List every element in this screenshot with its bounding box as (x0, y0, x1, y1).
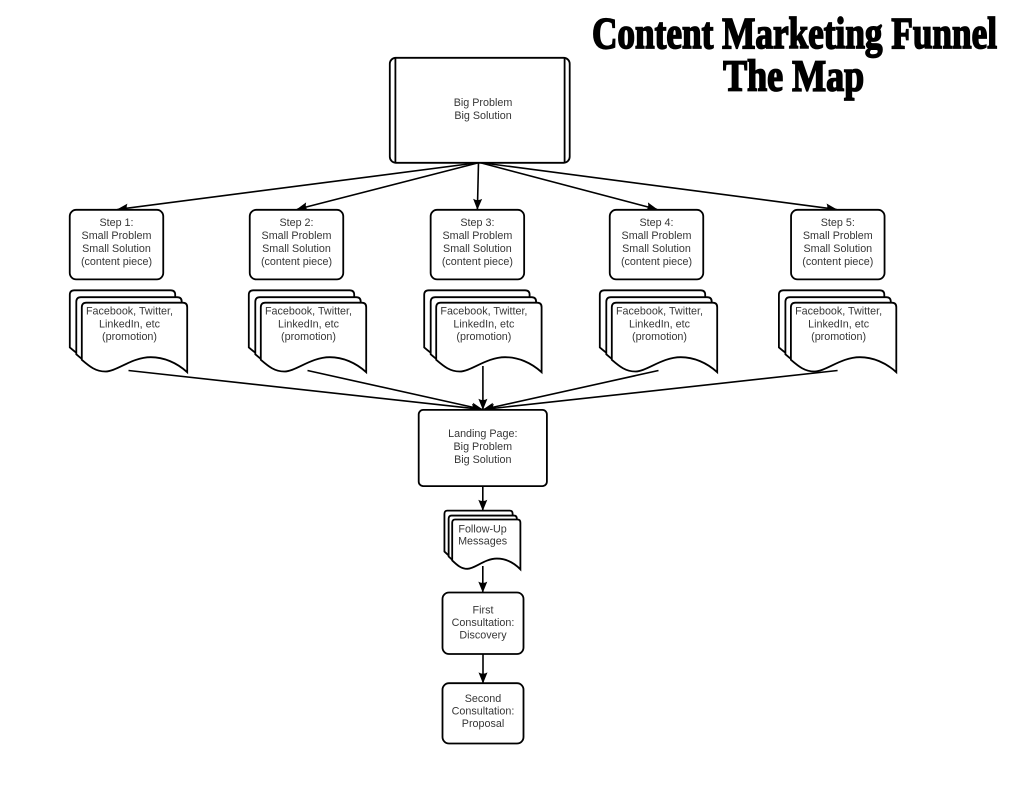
svg-text:Step 1:: Step 1: (99, 217, 133, 229)
svg-text:LinkedIn, etc: LinkedIn, etc (278, 318, 340, 330)
svg-text:LinkedIn, etc: LinkedIn, etc (99, 318, 161, 330)
svg-text:Discovery: Discovery (459, 629, 507, 641)
svg-text:(content piece): (content piece) (81, 256, 152, 268)
svg-text:Messages: Messages (458, 536, 507, 548)
svg-text:Small Problem: Small Problem (803, 230, 873, 242)
svg-text:(content piece): (content piece) (442, 256, 513, 268)
svg-text:Small Problem: Small Problem (262, 230, 332, 242)
svg-text:Big Problem: Big Problem (454, 97, 513, 109)
svg-text:Facebook, Twitter,: Facebook, Twitter, (795, 305, 882, 317)
svg-text:(promotion): (promotion) (281, 331, 336, 343)
svg-text:LinkedIn, etc: LinkedIn, etc (453, 318, 515, 330)
svg-text:Big Solution: Big Solution (454, 454, 511, 466)
svg-text:Small Solution: Small Solution (262, 243, 331, 255)
svg-text:(content piece): (content piece) (261, 256, 332, 268)
svg-text:Step 3:: Step 3: (460, 217, 494, 229)
svg-text:Consultation:: Consultation: (452, 706, 515, 718)
svg-text:Big Solution: Big Solution (454, 110, 511, 122)
svg-text:Facebook, Twitter,: Facebook, Twitter, (440, 305, 527, 317)
svg-text:Small Problem: Small Problem (622, 230, 692, 242)
svg-text:Facebook, Twitter,: Facebook, Twitter, (265, 305, 352, 317)
svg-text:Small Solution: Small Solution (622, 243, 691, 255)
svg-text:Follow-Up: Follow-Up (458, 524, 506, 536)
svg-text:(promotion): (promotion) (811, 331, 866, 343)
svg-text:(promotion): (promotion) (102, 331, 157, 343)
svg-text:(content piece): (content piece) (802, 256, 873, 268)
svg-text:Step 4:: Step 4: (639, 217, 673, 229)
svg-text:Proposal: Proposal (462, 718, 504, 730)
svg-text:Step 2:: Step 2: (279, 217, 313, 229)
svg-text:Small Solution: Small Solution (82, 243, 151, 255)
svg-text:LinkedIn, etc: LinkedIn, etc (808, 318, 870, 330)
svg-text:Small Solution: Small Solution (803, 243, 872, 255)
svg-text:Small Problem: Small Problem (442, 230, 512, 242)
svg-text:Second: Second (465, 693, 501, 705)
svg-text:Step 5:: Step 5: (821, 217, 855, 229)
svg-text:(promotion): (promotion) (632, 331, 687, 343)
svg-text:Consultation:: Consultation: (452, 617, 515, 629)
svg-text:Content Marketing Funnel: Content Marketing Funnel (592, 8, 997, 58)
svg-text:(promotion): (promotion) (456, 331, 511, 343)
svg-text:Facebook, Twitter,: Facebook, Twitter, (616, 305, 703, 317)
svg-text:Big Problem: Big Problem (454, 441, 513, 453)
svg-text:LinkedIn, etc: LinkedIn, etc (629, 318, 691, 330)
svg-text:(content piece): (content piece) (621, 256, 692, 268)
svg-text:Landing Page:: Landing Page: (448, 428, 517, 440)
svg-text:Facebook, Twitter,: Facebook, Twitter, (86, 305, 173, 317)
svg-text:The Map: The Map (723, 51, 864, 101)
svg-text:Small Problem: Small Problem (82, 230, 152, 242)
svg-text:First: First (473, 604, 494, 616)
svg-text:Small Solution: Small Solution (443, 243, 512, 255)
